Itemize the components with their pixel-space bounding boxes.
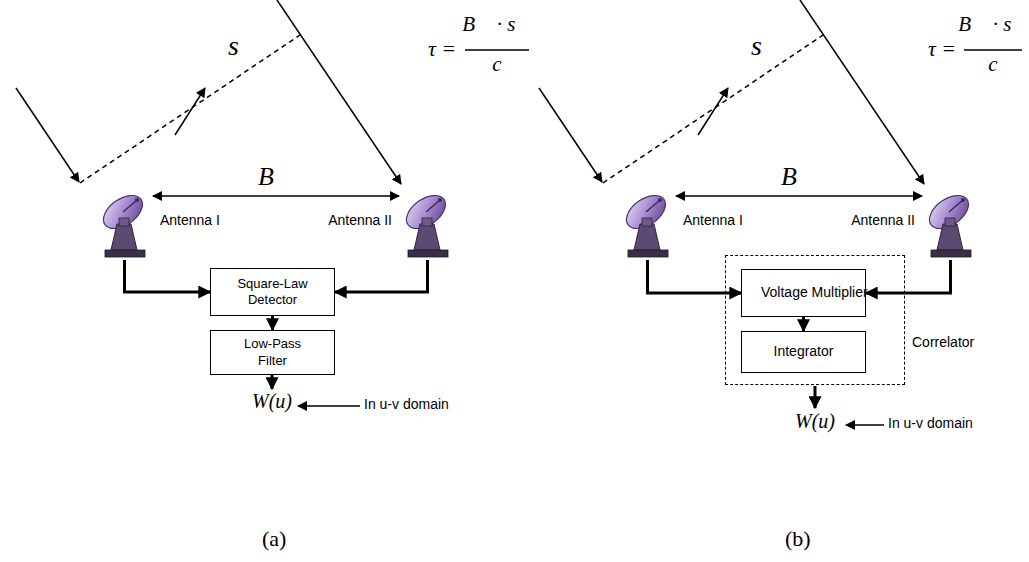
box-label: Voltage Multiplier	[761, 284, 846, 302]
multiplier-box: Voltage Multiplier	[741, 269, 866, 317]
antenna-dish	[923, 190, 978, 260]
output-symbol: W(u)	[795, 410, 835, 433]
fraction-bar	[964, 49, 1022, 50]
antenna-label: Antenna I	[160, 212, 220, 228]
incoming-wavefront	[539, 0, 924, 184]
box-label: Integrator	[774, 343, 834, 361]
fraction-bar	[465, 49, 529, 50]
integrator-box: Integrator	[741, 331, 866, 373]
panel-label: (b)	[785, 526, 811, 551]
pointer-arrow	[846, 424, 884, 426]
annotation: In u-v domain	[888, 415, 973, 431]
box-label: Square-Law Detector	[230, 276, 315, 309]
delay-formula: τ =	[428, 36, 456, 61]
baseline-label: B⃗	[258, 163, 294, 192]
annotation: In u-v domain	[364, 396, 449, 412]
signal-line	[125, 260, 211, 292]
detector-box: Square-Law Detector	[210, 268, 335, 316]
output-symbol: W(u)	[252, 390, 292, 413]
baseline-label: B⃗	[781, 163, 817, 192]
incoming-wavefront	[16, 0, 401, 184]
antenna-label: Antenna II	[328, 212, 392, 228]
antenna: Antenna II	[400, 190, 455, 260]
antenna: Antenna I	[620, 190, 675, 260]
group-heading: Correlator	[912, 334, 974, 350]
panel-label: (a)	[262, 526, 286, 551]
pointer-arrow	[298, 405, 360, 407]
filter-box: Low-Pass Filter	[210, 330, 335, 375]
delay-formula: B⃗ · s⃗	[462, 12, 531, 36]
antenna: Antenna I	[97, 190, 152, 260]
vector-label: s⃗	[751, 30, 784, 62]
signal-line	[648, 260, 742, 293]
vector-label: s⃗	[228, 30, 261, 62]
baseline-arrow	[676, 195, 922, 197]
output-arrow	[814, 386, 817, 408]
antenna-label: Antenna II	[851, 212, 915, 228]
delay-formula: B⃗ · s⃗	[958, 12, 1027, 36]
delay-formula: τ =	[928, 36, 956, 61]
signal-line	[271, 316, 274, 330]
correlator-group: CorrelatorVoltage MultiplierIntegrator	[725, 255, 905, 385]
signal-line	[335, 260, 428, 292]
delay-formula: c	[988, 52, 997, 76]
antenna-dish	[620, 190, 675, 260]
delay-formula: c	[492, 52, 501, 76]
signal-line	[802, 317, 805, 331]
antenna-dish	[400, 190, 455, 260]
signal-line	[866, 260, 951, 293]
antenna-label: Antenna I	[683, 212, 743, 228]
baseline-arrow	[153, 195, 399, 197]
antenna-dish	[97, 190, 152, 260]
box-label: Low-Pass Filter	[230, 336, 315, 369]
antenna: Antenna II	[923, 190, 978, 260]
